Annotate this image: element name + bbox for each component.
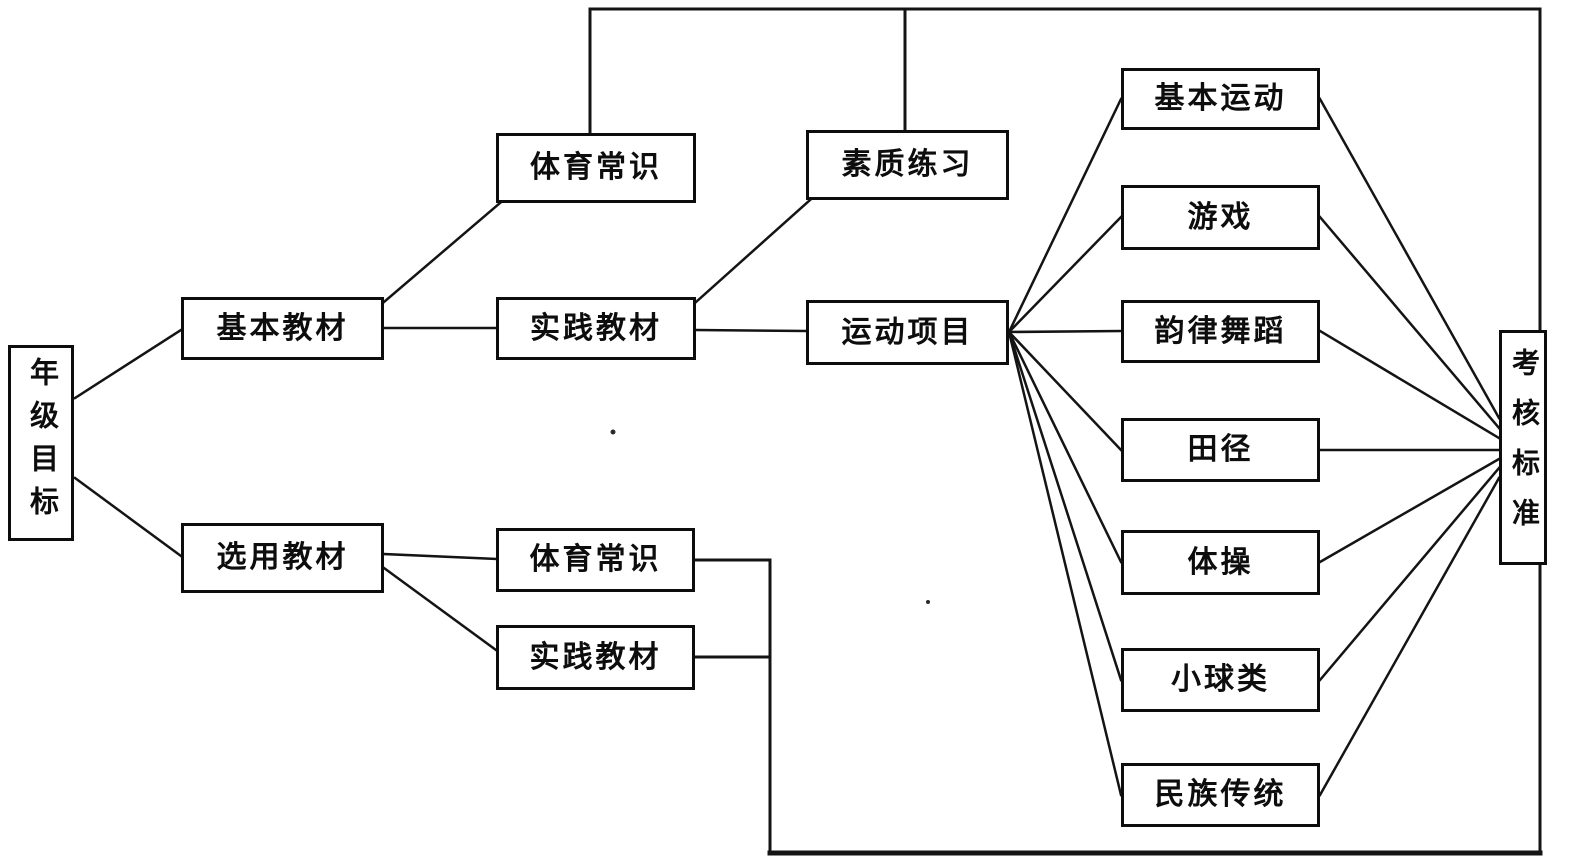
- node-label: 体操: [1187, 545, 1254, 579]
- node-ethnic-traditional: 民族传统: [1121, 763, 1320, 827]
- node-track-field: 田径: [1121, 418, 1320, 482]
- node-sports-knowledge-basic: 体育常识: [496, 133, 696, 203]
- edge-line-group-fanin: [1318, 97, 1501, 797]
- node-basic-materials: 基本教材: [181, 297, 384, 360]
- node-small-balls: 小球类: [1121, 648, 1320, 712]
- node-rhythmic-dance: 韵律舞蹈: [1121, 300, 1320, 363]
- node-practice-materials-selected: 实践教材: [496, 625, 695, 690]
- node-label: 游戏: [1187, 200, 1254, 234]
- edge-line-group-fanout: [1007, 97, 1123, 797]
- edge-line-group-left: [73, 198, 812, 652]
- bottom-loop-line: [693, 558, 1543, 856]
- node-gymnastics: 体操: [1121, 530, 1320, 595]
- node-label: 基本教材: [216, 311, 349, 345]
- node-label: 体育常识: [530, 151, 662, 184]
- node-label: 实践教材: [530, 311, 662, 345]
- node-label: 基本运动: [1154, 82, 1287, 115]
- node-sports-knowledge-selected: 体育常识: [496, 528, 695, 592]
- node-sports-events: 运动项目: [806, 300, 1009, 365]
- node-label: 体育常识: [529, 543, 662, 576]
- node-label: 考核标准: [1508, 347, 1539, 548]
- node-basic-movement: 基本运动: [1121, 68, 1320, 130]
- node-grade-objectives: 年级目标: [8, 345, 74, 541]
- node-games: 游戏: [1121, 185, 1320, 250]
- top-loop-line: [588, 7, 1542, 855]
- node-label: 田径: [1187, 433, 1254, 466]
- node-label: 实践教材: [529, 640, 662, 674]
- node-label: 民族传统: [1154, 778, 1287, 811]
- node-label: 小球类: [1171, 663, 1270, 696]
- node-label: 选用教材: [216, 541, 349, 574]
- node-assessment-standards: 考核标准: [1499, 330, 1547, 565]
- node-quality-training: 素质练习: [806, 130, 1009, 200]
- node-label: 运动项目: [841, 315, 974, 349]
- scan-speck: [610, 429, 930, 604]
- node-selected-materials: 选用教材: [181, 523, 384, 593]
- node-label: 年级目标: [25, 357, 58, 529]
- node-practice-materials-basic: 实践教材: [496, 297, 696, 360]
- node-label: 韵律舞蹈: [1154, 314, 1287, 348]
- node-label: 素质练习: [841, 148, 974, 181]
